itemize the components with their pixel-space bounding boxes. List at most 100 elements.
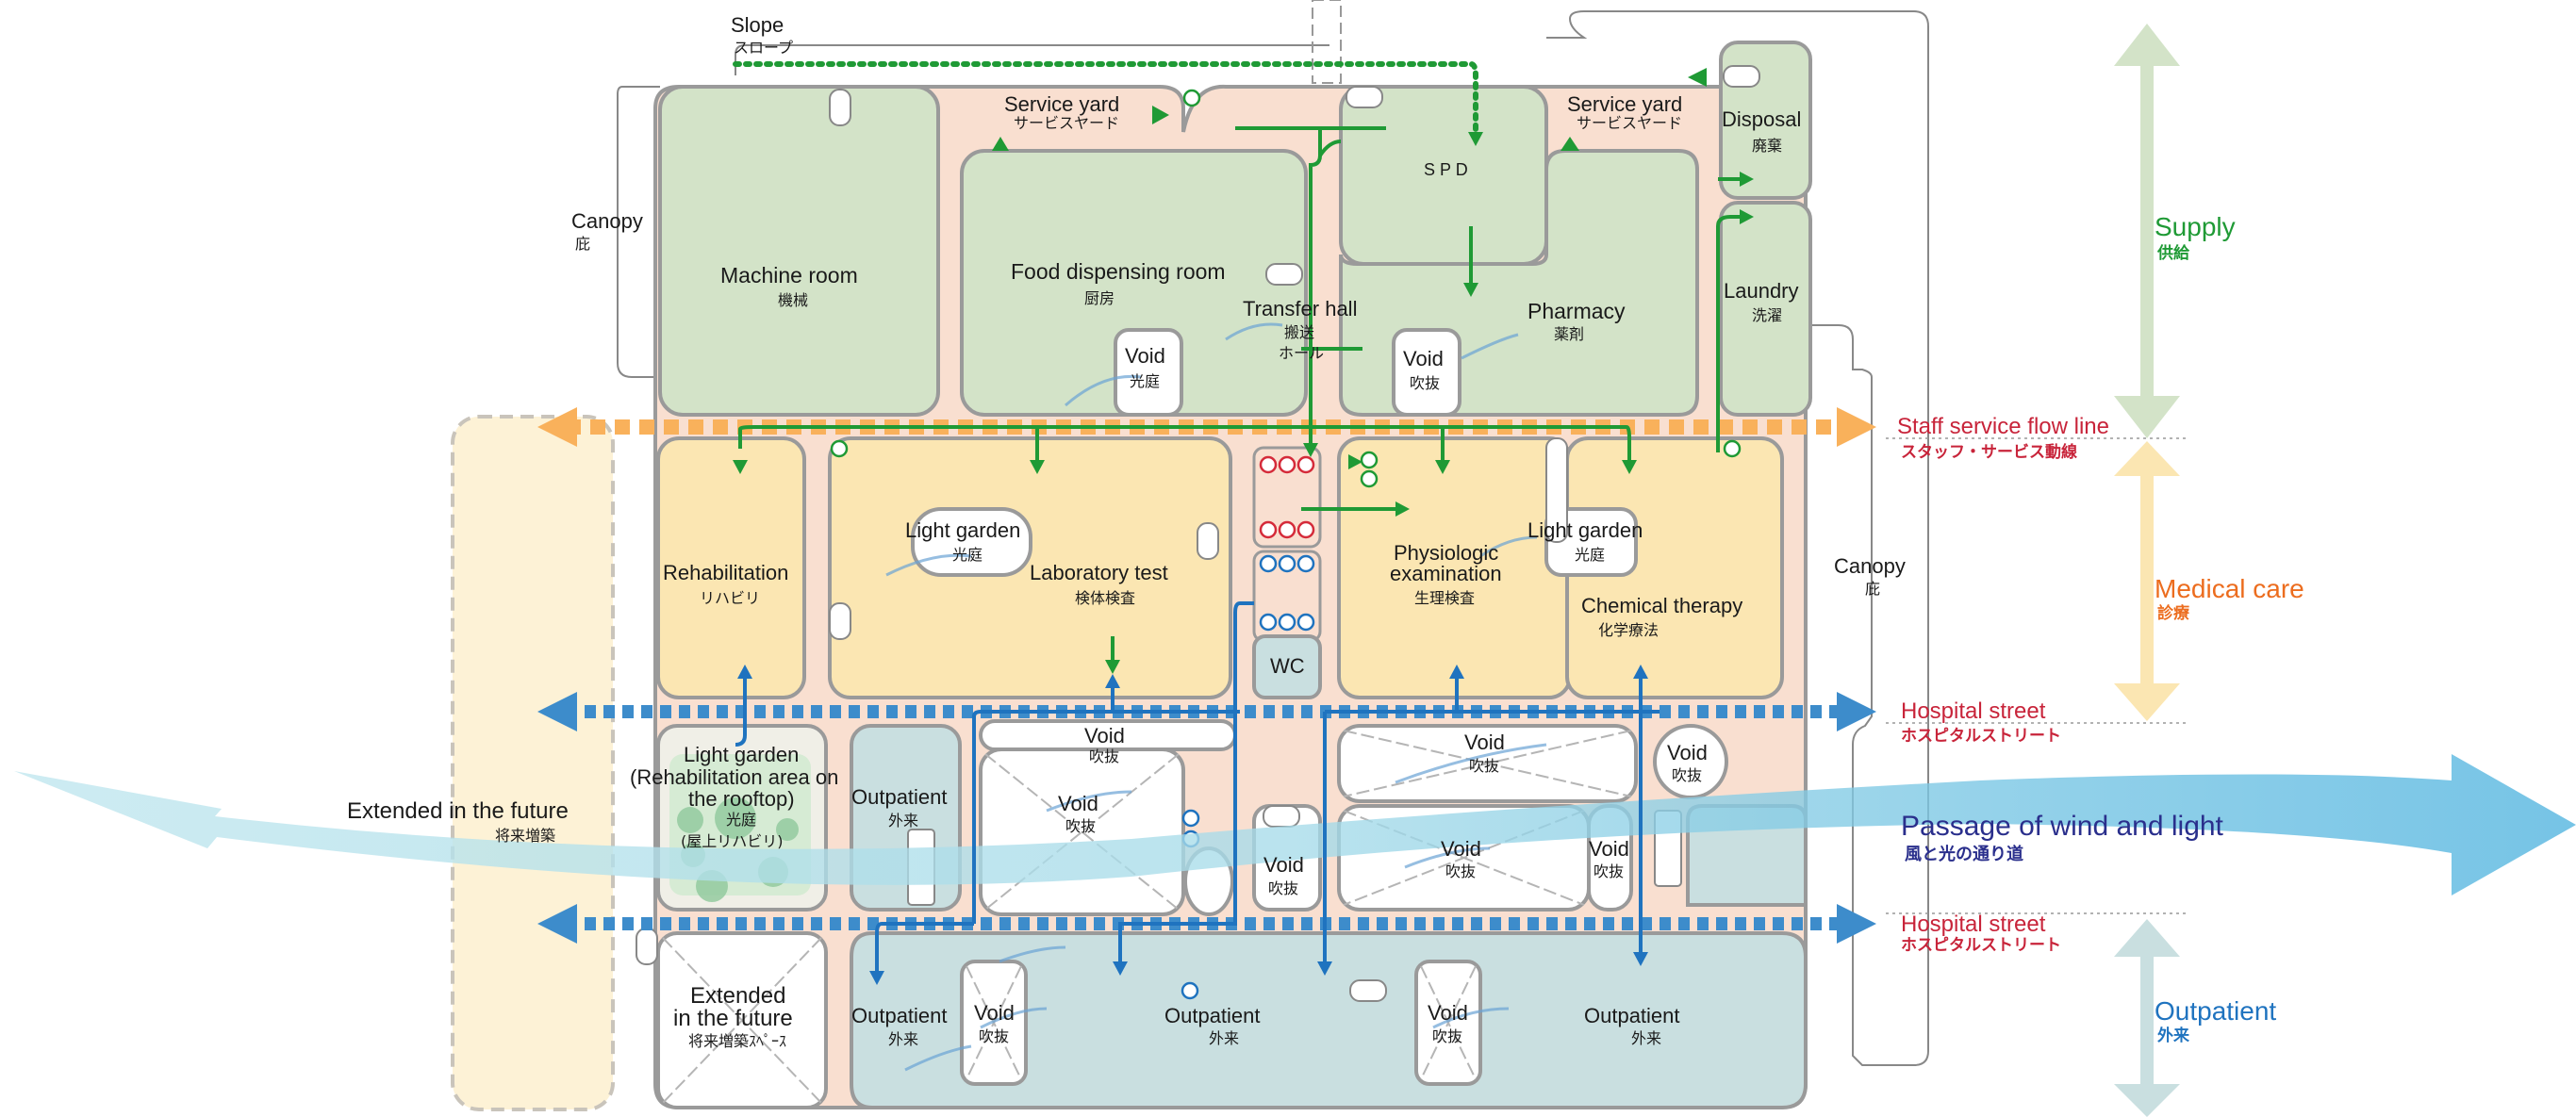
elevator-circles-red	[1259, 455, 1315, 539]
void-center-right-label-jp: 吹抜	[1268, 879, 1298, 897]
outpatient-bottom-2-label-jp: 外来	[1209, 1029, 1239, 1047]
supply-routes	[733, 61, 1740, 660]
zone-arrow-supply	[2114, 24, 2180, 438]
elevator-circles-blue	[1181, 554, 1315, 1000]
lab-test-label: Laboratory test	[1030, 561, 1168, 584]
machine-room-label-jp: 機械	[778, 291, 808, 309]
laundry-room	[1719, 201, 1812, 417]
light-garden-lab	[911, 507, 1032, 577]
machine-room	[658, 85, 940, 417]
canopy-right-label: Canopy	[1834, 554, 1906, 578]
void-bottom-left-label: Void	[974, 1001, 1015, 1025]
spd-label: S P D	[1424, 160, 1468, 179]
street-1-label: Hospital street	[1901, 698, 2046, 724]
transfer-hall-label: Transfer hall	[1243, 297, 1357, 320]
void-right-middle-label-jp: 吹抜	[1445, 862, 1476, 880]
transfer-hall-label-jp1: 搬送	[1284, 323, 1314, 341]
wind-streaks	[885, 322, 1547, 1072]
zone-supply-label-jp: 供給	[2156, 243, 2190, 263]
canopy-outline-top	[735, 10, 1929, 1066]
lg-roof-label-1: Light garden	[684, 743, 799, 766]
outpatient-routes	[735, 601, 1660, 971]
lg-roof-label-2: (Rehabilitation area on	[630, 765, 838, 789]
shaft-lines	[1312, 0, 1342, 84]
lg-roof-label-jp2: (屋上リハビリ)	[681, 832, 784, 850]
void-center-right-label: Void	[1263, 853, 1304, 877]
void-right-middle-label: Void	[1441, 837, 1481, 861]
void-food-label: Void	[1125, 344, 1165, 368]
street-1-label-jp: ホスピタルストリート	[1901, 727, 2061, 746]
light-garden-chem	[1544, 507, 1638, 577]
food-dispensing-label-jp: 厨房	[1084, 289, 1115, 307]
canopy-left-label-jp: 庇	[575, 235, 590, 253]
canopy-outline-left	[617, 86, 665, 378]
void-pharmacy-label: Void	[1403, 347, 1444, 370]
void-pharmacy-label-jp: 吹抜	[1410, 374, 1440, 392]
zone-supply-label: Supply	[2155, 212, 2236, 241]
void-center-big-label: Void	[1058, 792, 1098, 815]
laboratory-test-room	[828, 436, 1232, 699]
wind-label-jp: 風と光の通り道	[1905, 844, 2023, 864]
slope-label-jp: スロープ	[734, 39, 793, 57]
void-bottom-left-label-jp: 吹抜	[979, 1027, 1009, 1045]
supply-arrowheads	[733, 68, 1754, 674]
outpatient-bottom-1-label-jp: 外来	[888, 1030, 918, 1048]
void-center-top-label-jp: 吹抜	[1089, 747, 1119, 765]
void-center-big-label-jp: 吹抜	[1065, 817, 1096, 835]
pharmacy-label-jp: 薬剤	[1554, 325, 1584, 343]
laundry-label-jp: 洗濯	[1752, 306, 1782, 324]
disposal-label-jp: 廃棄	[1752, 137, 1782, 155]
lab-test-label-jp: 検体検査	[1075, 589, 1135, 607]
service-yard-1-label: Service yard	[1004, 92, 1119, 116]
outpatient-bottom-2-label: Outpatient	[1164, 1004, 1261, 1027]
diagram-labels: Slope スロープ Canopy 庇 Canopy 庇 Service yar…	[347, 13, 2304, 1050]
zone-separators	[1886, 437, 2188, 914]
wc-room	[1252, 634, 1322, 699]
void-food-label-jp: 光庭	[1130, 372, 1160, 390]
ext-future-box-label-2: in the future	[673, 1006, 793, 1031]
physio-label-jp: 生理検査	[1414, 589, 1475, 607]
service-yard-2-label: Service yard	[1567, 92, 1682, 116]
light-garden-chem-label: Light garden	[1527, 518, 1643, 542]
void-right-narrow-label: Void	[1589, 837, 1629, 861]
laundry-label: Laundry	[1724, 279, 1799, 303]
void-center-top-label: Void	[1084, 724, 1125, 747]
street-2-label: Hospital street	[1901, 912, 2046, 937]
zone-medical-label-jp: 診療	[2157, 603, 2190, 623]
void-right-top-label: Void	[1464, 731, 1505, 754]
wind-label: Passage of wind and light	[1901, 811, 2224, 842]
zone-outpatient-label: Outpatient	[2155, 996, 2276, 1026]
rehab-label: Rehabilitation	[663, 561, 788, 584]
void-bottom-right-label: Void	[1428, 1001, 1468, 1025]
chem-label-jp: 化学療法	[1598, 621, 1659, 639]
ext-future-label-jp: 将来増築	[495, 827, 555, 845]
void-lightwell-food	[1114, 328, 1183, 417]
ext-future-label: Extended in the future	[347, 798, 569, 824]
outpatient-bottom-3-label: Outpatient	[1584, 1004, 1680, 1027]
chem-label: Chemical therapy	[1581, 594, 1742, 617]
wc-label: WC	[1270, 654, 1305, 678]
outpatient-bottom-1-label: Outpatient	[851, 1004, 948, 1027]
wind-light-passage-arrow	[14, 754, 2576, 895]
rehabilitation-room	[656, 436, 806, 699]
light-garden-chem-label-jp: 光庭	[1575, 546, 1605, 564]
pharmacy-label: Pharmacy	[1527, 299, 1626, 323]
void-pharmacy	[1392, 328, 1461, 417]
zone-medical-label: Medical care	[2155, 574, 2304, 603]
disposal-label: Disposal	[1722, 107, 1801, 131]
food-dispensing-label: Food dispensing room	[1011, 259, 1226, 284]
light-garden-lab-label-jp: 光庭	[952, 546, 983, 564]
canopy-right-label-jp: 庇	[1865, 580, 1880, 598]
lg-roof-label-3: the rooftop)	[688, 787, 795, 811]
void-right-round-label-jp: 吹抜	[1672, 766, 1702, 784]
void-right-round-label: Void	[1667, 741, 1708, 764]
outpatient-left-label: Outpatient	[851, 785, 948, 809]
service-yard-2-label-jp: サービスヤード	[1577, 114, 1682, 132]
outpatient-bottom-block	[850, 931, 1808, 1109]
outpatient-arrowheads	[737, 665, 1648, 985]
slope-label: Slope	[731, 13, 784, 37]
zone-arrow-medical	[2114, 441, 2180, 721]
physio-label-1: Physiologic	[1394, 541, 1498, 565]
street-2-label-jp: ホスピタルストリート	[1901, 936, 2061, 955]
